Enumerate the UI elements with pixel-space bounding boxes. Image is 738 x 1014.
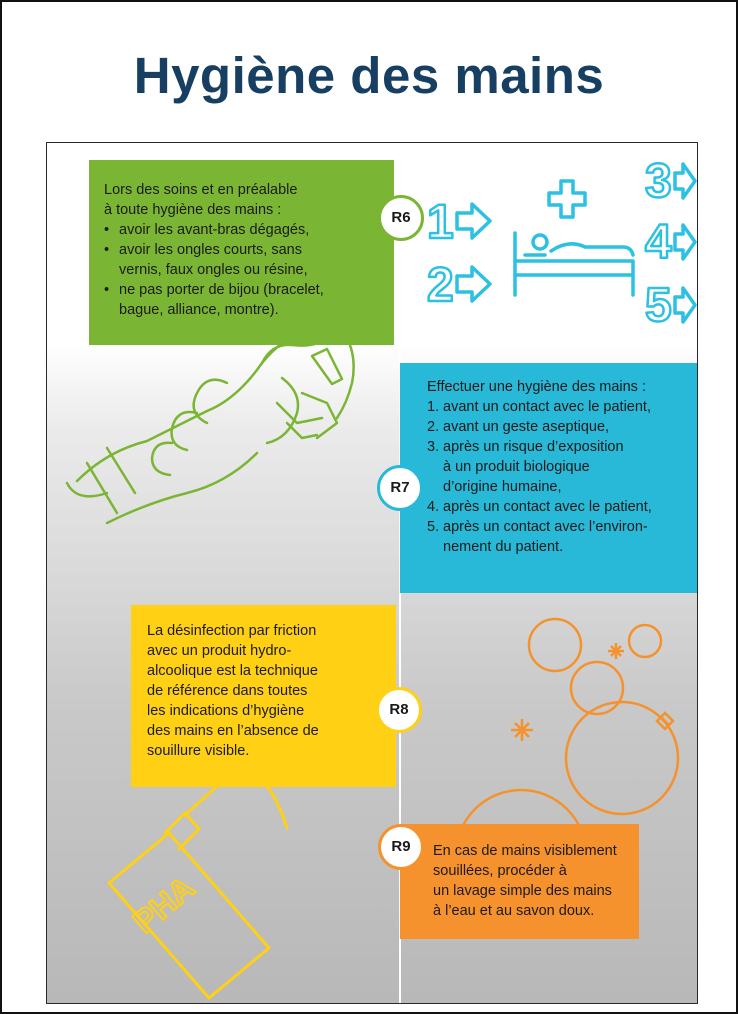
- r9-line: à l’eau et au savon doux.: [433, 903, 595, 919]
- steps-arrows-icon: 1 2 3 4 5: [426, 154, 697, 333]
- bullet-icon: •: [104, 242, 110, 258]
- r6-item-continuation: bague, alliance, montre).: [104, 300, 324, 320]
- r7-item-text: d’origine humaine,: [443, 479, 562, 495]
- r9-box: En cas de mains visiblement souillées, p…: [400, 824, 639, 939]
- r7-list-item: 4.après un contact avec le patient,: [427, 497, 652, 517]
- pha-label: PHA: [126, 869, 201, 940]
- badge-r6: R6: [378, 195, 424, 241]
- r6-item-text: vernis, faux ongles ou résine,: [119, 262, 308, 278]
- step-arrow-1: [455, 202, 492, 240]
- r8-line: des mains en l’absence de: [147, 723, 319, 739]
- r8-line: La désinfection par friction: [147, 623, 317, 639]
- badge-r8: R8: [376, 687, 422, 733]
- r8-line: de référence dans toutes: [147, 683, 308, 699]
- r6-item-text: ne pas porter de bijou (bracelet,: [119, 282, 324, 298]
- r6-box: Lors des soins et en préalable à toute h…: [89, 160, 394, 345]
- r7-item-text: après un contact avec le patient,: [443, 499, 652, 515]
- page-title: Hygiène des mains: [133, 47, 605, 104]
- step-arrow-3: [673, 162, 697, 200]
- step-number-1: 1: [427, 196, 454, 249]
- step-number-3: 3: [645, 155, 672, 208]
- step-number-2: 2: [427, 259, 454, 312]
- list-number: 2.: [427, 419, 440, 435]
- list-number: 3.: [427, 439, 440, 455]
- r6-item-text: avoir les avant-bras dégagés,: [119, 222, 310, 238]
- medical-cross-icon: [547, 179, 587, 219]
- r7-list-item: 5.après un contact avec l’environ-: [427, 517, 652, 537]
- bullet-icon: •: [104, 222, 110, 238]
- step-number-4: 4: [645, 216, 672, 269]
- badge-r7: R7: [377, 465, 423, 511]
- r7-list-item: 2.avant un geste aseptique,: [427, 417, 652, 437]
- r9-line: souillées, procéder à: [433, 863, 567, 879]
- r6-item-text: avoir les ongles courts, sans: [119, 242, 302, 258]
- r7-list-item: 3.après un risque d’exposition: [427, 437, 652, 457]
- r6-bullet-item: • avoir les avant-bras dégagés,: [104, 220, 324, 240]
- r6-item-continuation: vernis, faux ongles ou résine,: [104, 260, 324, 280]
- step-number-5: 5: [645, 279, 672, 332]
- r7-item-text: avant un geste aseptique,: [443, 419, 610, 435]
- list-number: 5.: [427, 519, 440, 535]
- r7-item-text: avant un contact avec le patient,: [443, 399, 651, 415]
- step-arrow-4: [673, 223, 697, 261]
- step-arrow-2: [455, 265, 492, 303]
- r7-intro: Effectuer une hygiène des mains :: [427, 379, 646, 395]
- r8-line: alcoolique est la technique: [147, 663, 318, 679]
- r8-line: avec un produit hydro-: [147, 643, 292, 659]
- r7-list-item: 1.avant un contact avec le patient,: [427, 397, 652, 417]
- r6-line: à toute hygiène des mains :: [104, 202, 282, 218]
- list-number: 1.: [427, 399, 440, 415]
- r7-item-text: nement du patient.: [443, 539, 564, 555]
- r7-item-text: après un contact avec l’environ-: [443, 519, 648, 535]
- r6-bullet-item: • avoir les ongles courts, sans: [104, 240, 324, 260]
- r6-bullet-item: • ne pas porter de bijou (bracelet,: [104, 280, 324, 300]
- r6-line: Lors des soins et en préalable: [104, 182, 298, 198]
- poster-panel: 1 2 3 4 5: [46, 142, 698, 1004]
- r7-item-continuation: d’origine humaine,: [427, 477, 652, 497]
- list-number: 4.: [427, 499, 440, 515]
- r9-line: un lavage simple des mains: [433, 883, 612, 899]
- bullet-icon: •: [104, 282, 110, 298]
- r7-item-text: après un risque d’exposition: [443, 439, 624, 455]
- r8-line: les indications d’hygiène: [147, 703, 305, 719]
- r7-item-text: à un produit biologique: [443, 459, 590, 475]
- step-arrow-5: [673, 286, 697, 324]
- r7-item-continuation: nement du patient.: [427, 537, 652, 557]
- poster-illustrations: 1 2 3 4 5: [65, 143, 697, 1003]
- hands-rubbing-icon: [65, 327, 355, 525]
- r6-item-text: bague, alliance, montre).: [119, 302, 279, 318]
- patient-bed-icon: [513, 231, 635, 297]
- r8-box: La désinfection par friction avec un pro…: [131, 605, 396, 787]
- badge-r9: R9: [378, 824, 424, 870]
- r9-line: En cas de mains visiblement: [433, 843, 617, 859]
- sanitizer-pump-bottle-icon: PHA: [107, 768, 289, 1000]
- r8-line: souillure visible.: [147, 743, 250, 759]
- r7-item-continuation: à un produit biologique: [427, 457, 652, 477]
- r7-box: Effectuer une hygiène des mains : 1.avan…: [400, 363, 697, 593]
